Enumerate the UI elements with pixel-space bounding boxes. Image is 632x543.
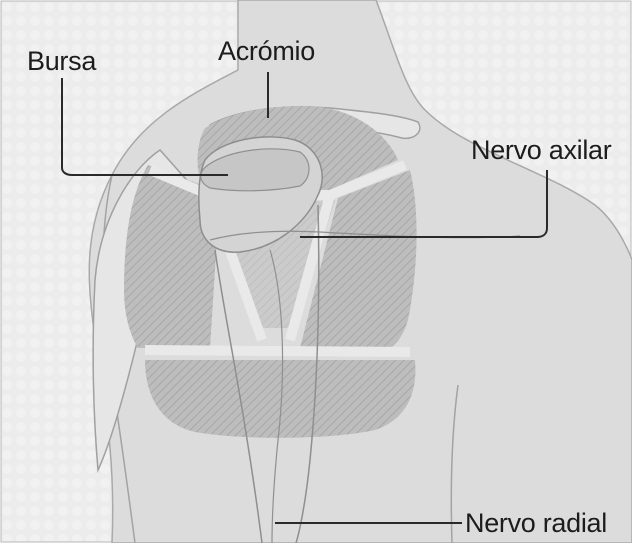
label-nervo-radial: Nervo radial (465, 510, 607, 537)
label-nervo-axilar: Nervo axilar (471, 137, 611, 164)
deltoid-zone-bottom (145, 360, 415, 438)
label-acromio: Acrómio (218, 38, 315, 65)
label-bursa: Bursa (27, 48, 96, 75)
